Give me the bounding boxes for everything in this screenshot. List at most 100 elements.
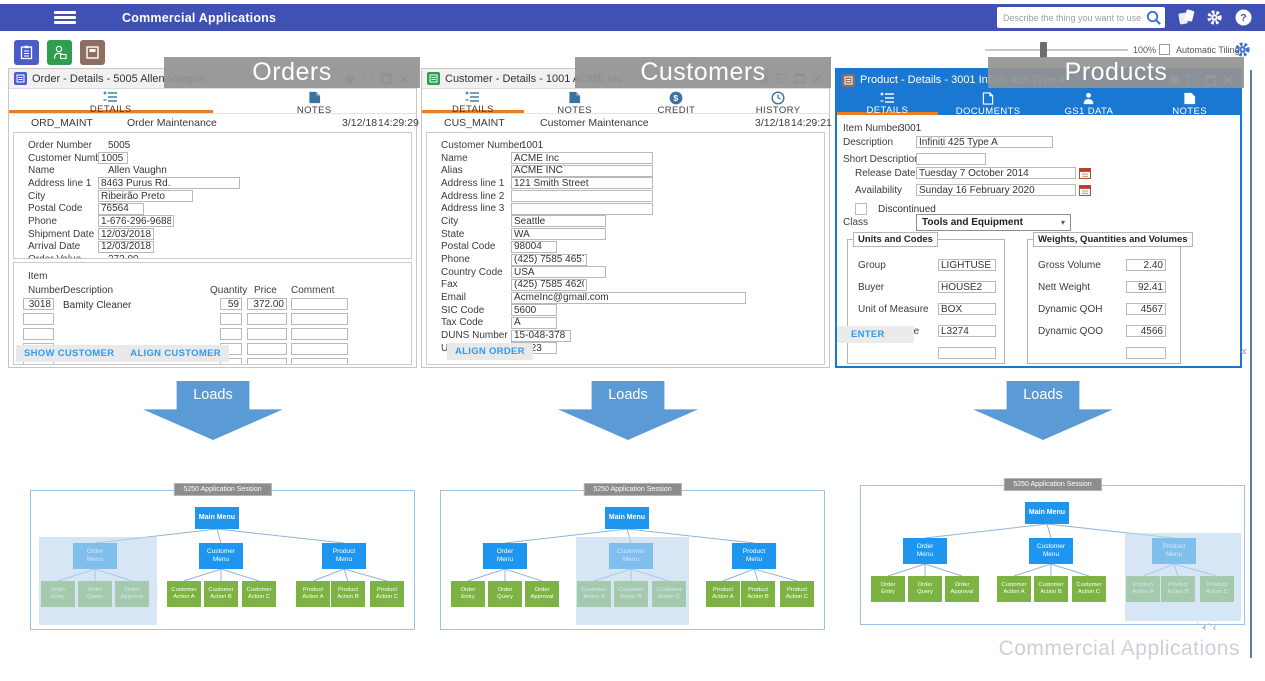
- phone-input[interactable]: [511, 253, 587, 266]
- phone-input[interactable]: [98, 215, 174, 228]
- field-row: Shipment Date: [14, 228, 411, 241]
- discontinued-checkbox[interactable]: [855, 203, 867, 215]
- search-icon[interactable]: [1145, 9, 1162, 26]
- tiling-settings-gear-icon[interactable]: [1234, 41, 1251, 58]
- item-number-input[interactable]: [23, 313, 54, 325]
- postal-code-input[interactable]: [511, 240, 557, 253]
- tax-code-input[interactable]: [511, 316, 557, 329]
- align-order-button[interactable]: ALIGN ORDER: [447, 343, 533, 360]
- hamburger-menu-icon[interactable]: [54, 11, 76, 24]
- class-select[interactable]: Tools and Equipment▾: [916, 213, 1071, 231]
- shipment-date-input[interactable]: [98, 228, 154, 241]
- products-app-icon[interactable]: [80, 40, 105, 65]
- empty-input[interactable]: [1126, 347, 1166, 359]
- customer-maintenance-row: CUS_MAINT Customer Maintenance 3/12/18 1…: [422, 114, 832, 131]
- tab-documents[interactable]: DOCUMENTS: [938, 90, 1039, 117]
- city-input[interactable]: [511, 215, 606, 228]
- item-price-input[interactable]: [247, 343, 287, 355]
- empty-input[interactable]: [938, 347, 996, 359]
- item-price-input[interactable]: [247, 358, 287, 364]
- nett-weight-input[interactable]: [1126, 281, 1166, 293]
- state-input[interactable]: [511, 228, 606, 241]
- item-row: [14, 328, 411, 342]
- item-quantity-input[interactable]: [220, 298, 242, 310]
- show-customer-button[interactable]: SHOW CUSTOMER: [16, 345, 123, 362]
- item-comment-input[interactable]: [291, 343, 348, 355]
- tab-label: NOTES: [296, 105, 332, 116]
- item-quantity-input[interactable]: [220, 313, 242, 325]
- tab-notes[interactable]: NOTES: [1139, 90, 1240, 117]
- city-input[interactable]: [98, 190, 193, 203]
- tab-notes[interactable]: NOTES: [524, 89, 626, 116]
- duns-number-input[interactable]: [511, 329, 571, 342]
- settings-gear-icon[interactable]: [1206, 9, 1223, 26]
- country-code-input[interactable]: [511, 266, 606, 279]
- unit-of-measure-input[interactable]: [938, 303, 996, 315]
- sic-code-input[interactable]: [511, 304, 557, 317]
- customers-app-icon[interactable]: [47, 40, 72, 65]
- buyer-input[interactable]: [938, 281, 996, 293]
- item-comment-input[interactable]: [291, 298, 348, 310]
- short-description-input[interactable]: [916, 153, 986, 165]
- help-icon[interactable]: ?: [1235, 9, 1252, 26]
- tab-details[interactable]: DETAILS: [422, 89, 524, 115]
- field-row: Release Date: [837, 166, 1240, 180]
- arrival-date-input[interactable]: [98, 240, 154, 253]
- tab-details[interactable]: DETAILS: [9, 89, 213, 115]
- alias-input[interactable]: [511, 164, 653, 177]
- global-search[interactable]: [997, 7, 1165, 28]
- enter-button[interactable]: ENTER: [851, 329, 885, 340]
- tab-notes[interactable]: NOTES: [213, 89, 417, 116]
- item-comment-input[interactable]: [291, 313, 348, 325]
- search-input[interactable]: [997, 12, 1145, 23]
- orders-app-icon[interactable]: [14, 40, 39, 65]
- align-customer-button[interactable]: ALIGN CUSTOMER: [122, 345, 229, 362]
- postal-code-input[interactable]: [98, 202, 144, 215]
- item-price-input[interactable]: [247, 328, 287, 340]
- field-row: Name: [427, 152, 824, 165]
- release-date-input[interactable]: [916, 167, 1076, 179]
- fax-input[interactable]: [511, 278, 587, 291]
- tile-size-slider-handle[interactable]: [1040, 42, 1047, 58]
- name-input[interactable]: [511, 152, 653, 165]
- address-line-1-input[interactable]: [98, 177, 240, 190]
- tab-details[interactable]: DETAILS: [837, 90, 938, 116]
- address-line-2-input[interactable]: [511, 190, 653, 203]
- automatic-tiling-checkbox[interactable]: [1159, 44, 1170, 55]
- availability-input[interactable]: [916, 184, 1076, 196]
- collapse-panel-icon[interactable]: «: [1240, 344, 1247, 358]
- address-line-3-input[interactable]: [511, 202, 653, 215]
- address-line-1-label: Address line 1: [441, 177, 505, 189]
- item-comment-input[interactable]: [291, 328, 348, 340]
- group-input[interactable]: [938, 259, 996, 271]
- tab-label: DOCUMENTS: [955, 106, 1021, 117]
- dynamic-qoh-input[interactable]: [1126, 303, 1166, 315]
- email-input[interactable]: [511, 291, 746, 304]
- gross-volume-input[interactable]: [1126, 259, 1166, 271]
- calendar-icon[interactable]: [1079, 184, 1091, 196]
- tab-history[interactable]: HISTORY: [727, 89, 829, 116]
- dock-splitter[interactable]: [1250, 70, 1252, 658]
- item-price-input[interactable]: [247, 313, 287, 325]
- tile-size-slider-track[interactable]: [985, 49, 1128, 51]
- hazmat-code-input[interactable]: [938, 325, 996, 337]
- address-line-1-input[interactable]: [511, 177, 653, 190]
- dynamic-qoo-input[interactable]: [1126, 325, 1166, 337]
- customer-number-input[interactable]: [98, 152, 128, 165]
- description-input[interactable]: [916, 136, 1053, 148]
- app-launcher-icon[interactable]: [1177, 9, 1196, 26]
- item-price-input[interactable]: [247, 298, 287, 310]
- group-label: Group: [858, 259, 886, 271]
- item-number-input[interactable]: [23, 328, 54, 340]
- item-comment-input[interactable]: [291, 358, 348, 364]
- tab-gs1-data[interactable]: GS1 DATA: [1039, 90, 1140, 117]
- calendar-icon[interactable]: [1079, 167, 1091, 179]
- tab-credit[interactable]: $CREDIT: [626, 89, 728, 116]
- item-number-input[interactable]: [23, 298, 54, 310]
- item-quantity-input[interactable]: [220, 328, 242, 340]
